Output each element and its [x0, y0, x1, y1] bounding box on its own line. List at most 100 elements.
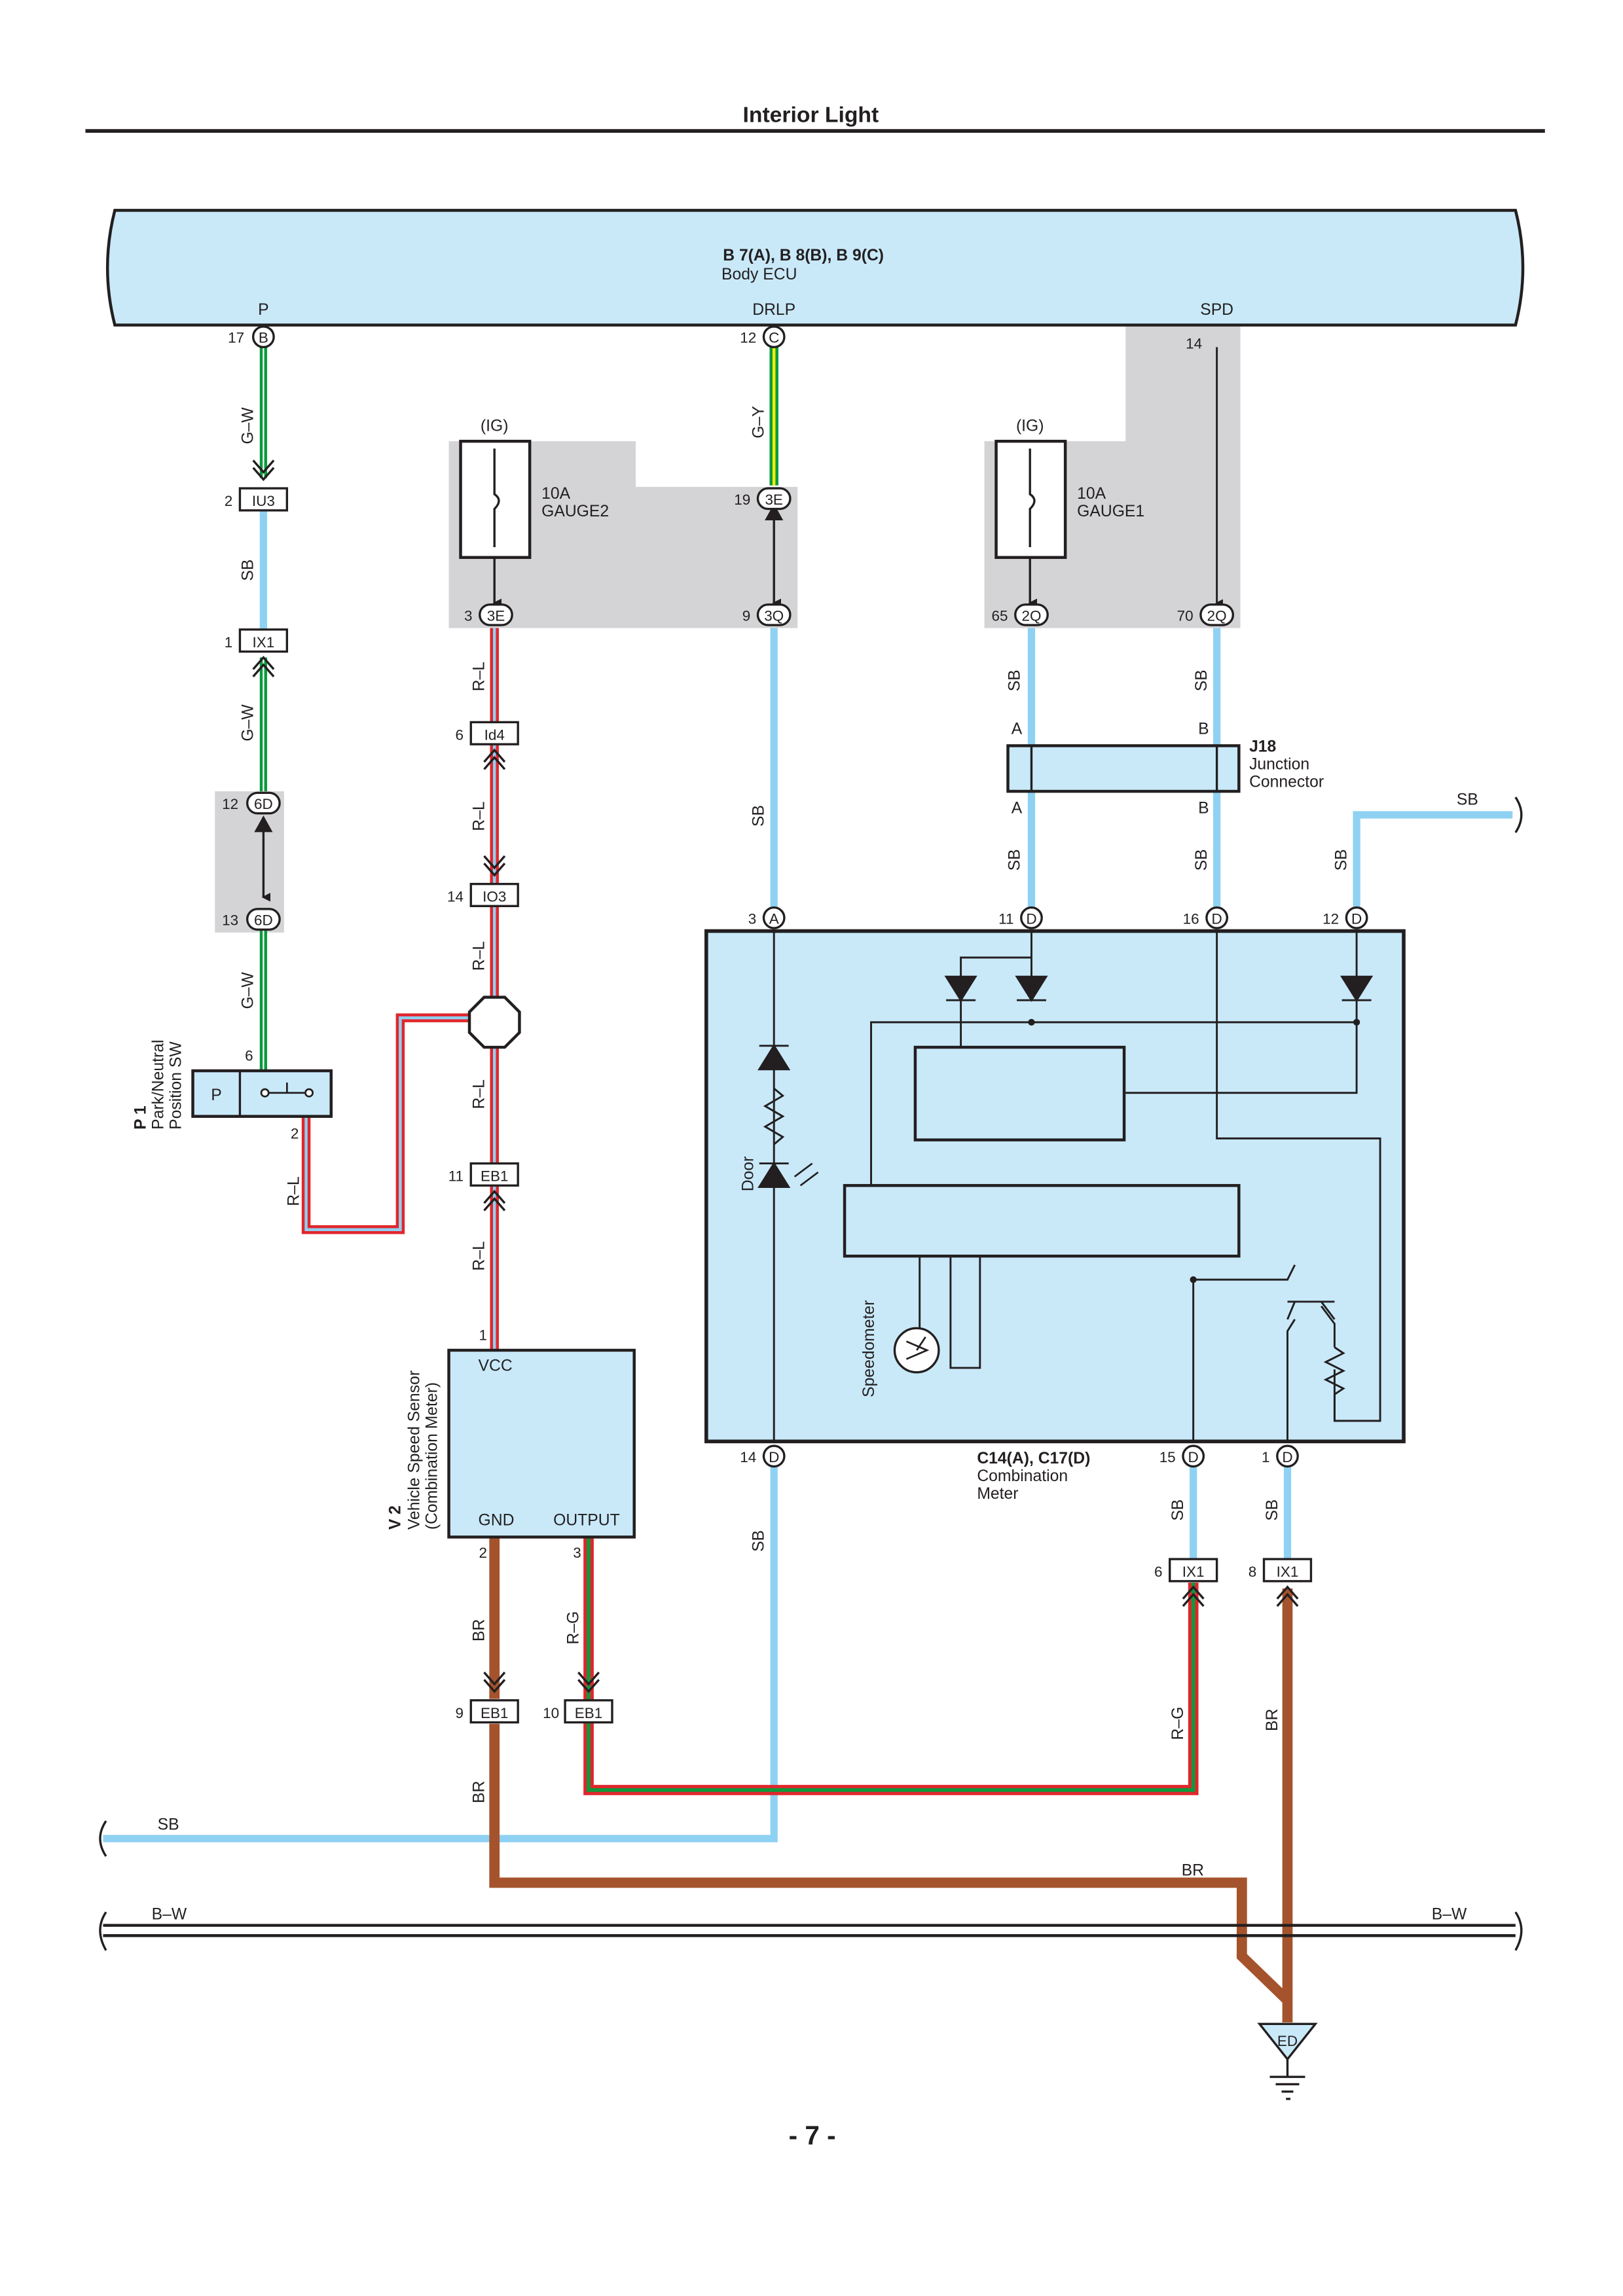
svg-text:14: 14 [740, 1449, 756, 1465]
svg-text:R–L: R–L [470, 941, 488, 971]
svg-text:Meter: Meter [977, 1485, 1018, 1503]
wire-sb-j18 [1027, 628, 1513, 908]
svg-text:Connector: Connector [1249, 773, 1324, 791]
splice-point [467, 996, 521, 1049]
svg-text:D: D [1026, 910, 1036, 927]
ecu-pin-label-p: P [258, 301, 269, 319]
wire-bw-bus [103, 1924, 1516, 1937]
p1-name-1: Park/Neutral [150, 1040, 168, 1130]
connector-eb1-10: EB1 10 [543, 1672, 613, 1724]
jb-3e-3q-link [765, 503, 784, 608]
jb-6d-link [254, 816, 273, 902]
fuse-gauge1 [994, 439, 1067, 608]
fuse-gauge1-rating: 10A [1077, 485, 1106, 503]
ecu-pin-12c: C 12 [740, 325, 786, 349]
svg-text:17: 17 [228, 330, 244, 346]
svg-text:2Q: 2Q [1207, 607, 1227, 624]
svg-text:2: 2 [479, 1545, 487, 1561]
fuse-gauge2-supply: (IG) [481, 417, 509, 435]
svg-text:6: 6 [245, 1047, 253, 1064]
wire-sb-meter-bottom [1190, 1466, 1292, 1560]
svg-text:J18: J18 [1249, 738, 1276, 755]
svg-text:G–Y: G–Y [750, 406, 767, 438]
svg-text:SB: SB [1457, 791, 1478, 808]
connector-ix1-8: IX1 8 [1249, 1558, 1313, 1607]
connector-id4: Id4 6 [456, 721, 519, 770]
svg-text:C14(A), C17(D): C14(A), C17(D) [977, 1450, 1090, 1467]
svg-text:R–G: R–G [1169, 1707, 1187, 1740]
combination-meter: A 3 D 11 D 16 D 12 D 14 D 15 D 1 Door Sp… [704, 906, 1406, 1503]
jb-pin-2q-70: 2Q 70 [1177, 603, 1235, 626]
svg-text:11: 11 [448, 1168, 464, 1185]
svg-text:1: 1 [479, 1327, 487, 1343]
svg-text:SB: SB [1169, 1499, 1187, 1521]
svg-text:12: 12 [222, 796, 238, 812]
jb-pin-6d-13: 6D 13 [222, 908, 281, 931]
svg-text:D: D [1212, 910, 1222, 927]
junction-block-shading [215, 326, 1241, 933]
svg-text:3: 3 [464, 607, 473, 624]
body-ecu-name: Body ECU [721, 266, 797, 283]
svg-text:10: 10 [543, 1705, 559, 1721]
body-ecu-code: B 7(A), B 8(B), B 9(C) [723, 247, 884, 264]
svg-text:19: 19 [734, 492, 750, 508]
jb-pin-3e-gauge2: 3E 3 [464, 603, 513, 626]
v2-name-1: Vehicle Speed Sensor [406, 1371, 424, 1530]
svg-text:6D: 6D [254, 796, 273, 812]
svg-text:6D: 6D [254, 912, 273, 929]
svg-text:SB: SB [1006, 670, 1023, 691]
connector-eb1-11: EB1 11 [448, 1162, 519, 1211]
body-ecu: B 7(A), B 8(B), B 9(C) Body ECU P DRLP S… [105, 209, 1525, 327]
svg-text:ED: ED [1277, 2033, 1298, 2049]
svg-text:BR: BR [1182, 1861, 1204, 1879]
svg-text:EB1: EB1 [481, 1705, 508, 1721]
svg-text:9: 9 [742, 607, 751, 624]
svg-text:Door: Door [740, 1157, 757, 1192]
connector-io3: IO3 14 [447, 855, 519, 908]
connector-ix1-left: IX1 1 [225, 628, 289, 677]
fuse-gauge1-name: GAUGE1 [1077, 503, 1144, 520]
ground-ed: ED [1257, 2022, 1318, 2100]
connector-iu3: IU3 2 [225, 459, 289, 512]
svg-text:D: D [1188, 1449, 1199, 1465]
svg-text:R–L: R–L [285, 1176, 302, 1206]
wire-color-labels: G–W SB G–W G–W R–L R–L R–L R–L R–L R–L G… [152, 406, 1478, 1923]
svg-text:IU3: IU3 [252, 493, 275, 509]
svg-text:G–W: G–W [240, 407, 257, 444]
svg-text:B: B [1198, 720, 1209, 738]
wire-br [489, 1537, 1293, 2023]
svg-text:SB: SB [240, 560, 257, 581]
svg-text:16: 16 [1183, 910, 1199, 927]
svg-text:Combination: Combination [977, 1467, 1068, 1485]
svg-text:12: 12 [740, 330, 756, 346]
svg-text:13: 13 [222, 912, 238, 929]
fuse-gauge2-rating: 10A [541, 485, 570, 503]
svg-text:A: A [1012, 720, 1023, 738]
svg-text:B: B [259, 330, 268, 346]
svg-text:G–W: G–W [240, 972, 257, 1009]
svg-text:70: 70 [1177, 607, 1194, 624]
svg-text:A: A [769, 910, 779, 927]
jb-pin-3q-9: 3Q 9 [742, 603, 792, 626]
svg-text:IX1: IX1 [253, 634, 275, 651]
svg-text:GND: GND [478, 1511, 514, 1529]
svg-text:SB: SB [750, 1530, 767, 1552]
svg-text:SB: SB [1264, 1499, 1281, 1521]
svg-text:VCC: VCC [478, 1357, 512, 1374]
svg-text:Speedometer: Speedometer [860, 1300, 878, 1397]
svg-text:R–L: R–L [470, 1079, 488, 1109]
ecu-pin-label-spd: SPD [1200, 301, 1233, 319]
v2-code: V 2 [386, 1505, 404, 1530]
p1-code: P 1 [132, 1105, 150, 1130]
svg-text:Junction: Junction [1249, 755, 1309, 773]
svg-text:SB: SB [1193, 670, 1211, 691]
svg-text:EB1: EB1 [575, 1705, 602, 1721]
svg-text:IX1: IX1 [1182, 1564, 1205, 1580]
svg-text:15: 15 [1159, 1449, 1176, 1465]
page-number: - 7 - [789, 2121, 836, 2151]
ecu-pin-14: 14 [1186, 336, 1202, 352]
svg-text:BR: BR [1264, 1709, 1281, 1731]
svg-text:3E: 3E [487, 607, 505, 624]
vehicle-speed-sensor: VCC GND OUTPUT 1 2 3 [447, 1327, 636, 1561]
